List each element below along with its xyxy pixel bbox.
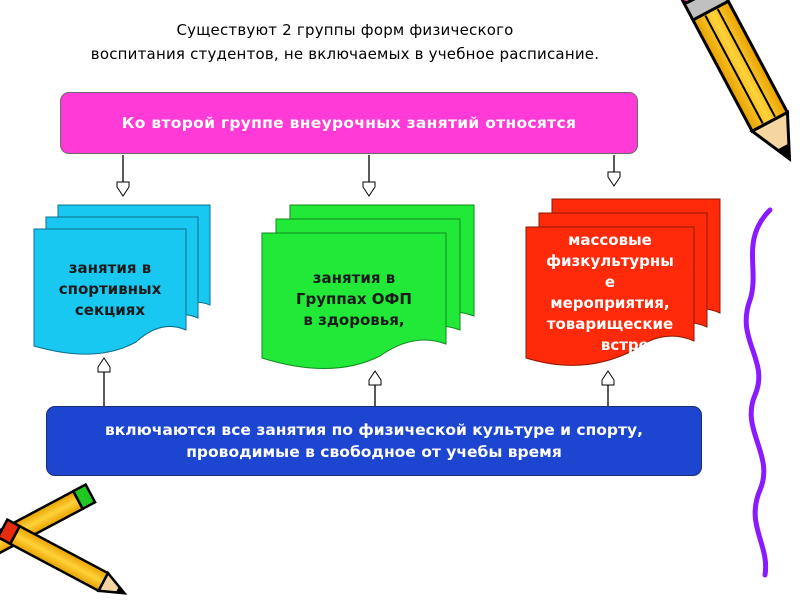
intro-line-1: Существуют 2 группы форм физического bbox=[0, 18, 690, 42]
doc-2-line-2: Группах ОФП bbox=[262, 289, 446, 310]
bottom-line-1: включаются все занятия по физической кул… bbox=[105, 419, 643, 441]
doc-text-3: массовые физкультурны е мероприятия, тов… bbox=[526, 230, 694, 368]
doc-text-1: занятия в спортивных секциях bbox=[34, 258, 186, 321]
bottom-info-box: включаются все занятия по физической кул… bbox=[46, 406, 702, 476]
doc-2-line-1: занятия в bbox=[262, 268, 446, 289]
arrowhead-up-1 bbox=[98, 358, 110, 372]
arrowhead-down-3 bbox=[608, 172, 620, 186]
pencil-icon bbox=[675, 0, 800, 168]
doc-2-line-3: в здоровья, bbox=[262, 310, 446, 331]
arrowhead-up-2 bbox=[369, 371, 381, 385]
doc-3-line-5: товарищеские bbox=[526, 314, 694, 335]
top-group-box: Ко второй группе внеурочных занятий отно… bbox=[60, 92, 638, 154]
arrowhead-down-2 bbox=[363, 182, 375, 196]
top-connectors bbox=[123, 155, 614, 185]
intro-line-2: воспитания студентов, не включаемых в уч… bbox=[0, 42, 690, 66]
pencil-icon-red bbox=[0, 520, 129, 600]
doc-3-line-6: встреч bbox=[526, 335, 694, 356]
doc-3-line-3: е bbox=[526, 272, 694, 293]
doc-3-line-2: физкультурны bbox=[526, 251, 694, 272]
doc-3-line-1: массовые bbox=[526, 230, 694, 251]
bottom-connectors bbox=[104, 368, 608, 406]
arrowhead-down-1 bbox=[117, 182, 129, 196]
doc-3-line-4: мероприятия, bbox=[526, 293, 694, 314]
top-group-label: Ко второй группе внеурочных занятий отно… bbox=[122, 114, 576, 132]
bottom-line-2: проводимые в свободное от учебы время bbox=[186, 441, 562, 463]
doc-1-line-2: спортивных bbox=[34, 279, 186, 300]
intro-text: Существуют 2 группы форм физического вос… bbox=[0, 18, 690, 66]
doc-1-line-3: секциях bbox=[34, 300, 186, 321]
arrowhead-up-3 bbox=[602, 371, 614, 385]
doc-1-line-1: занятия в bbox=[34, 258, 186, 279]
doc-text-2: занятия в Группах ОФП в здоровья, bbox=[262, 268, 446, 331]
purple-squiggle bbox=[746, 210, 770, 575]
